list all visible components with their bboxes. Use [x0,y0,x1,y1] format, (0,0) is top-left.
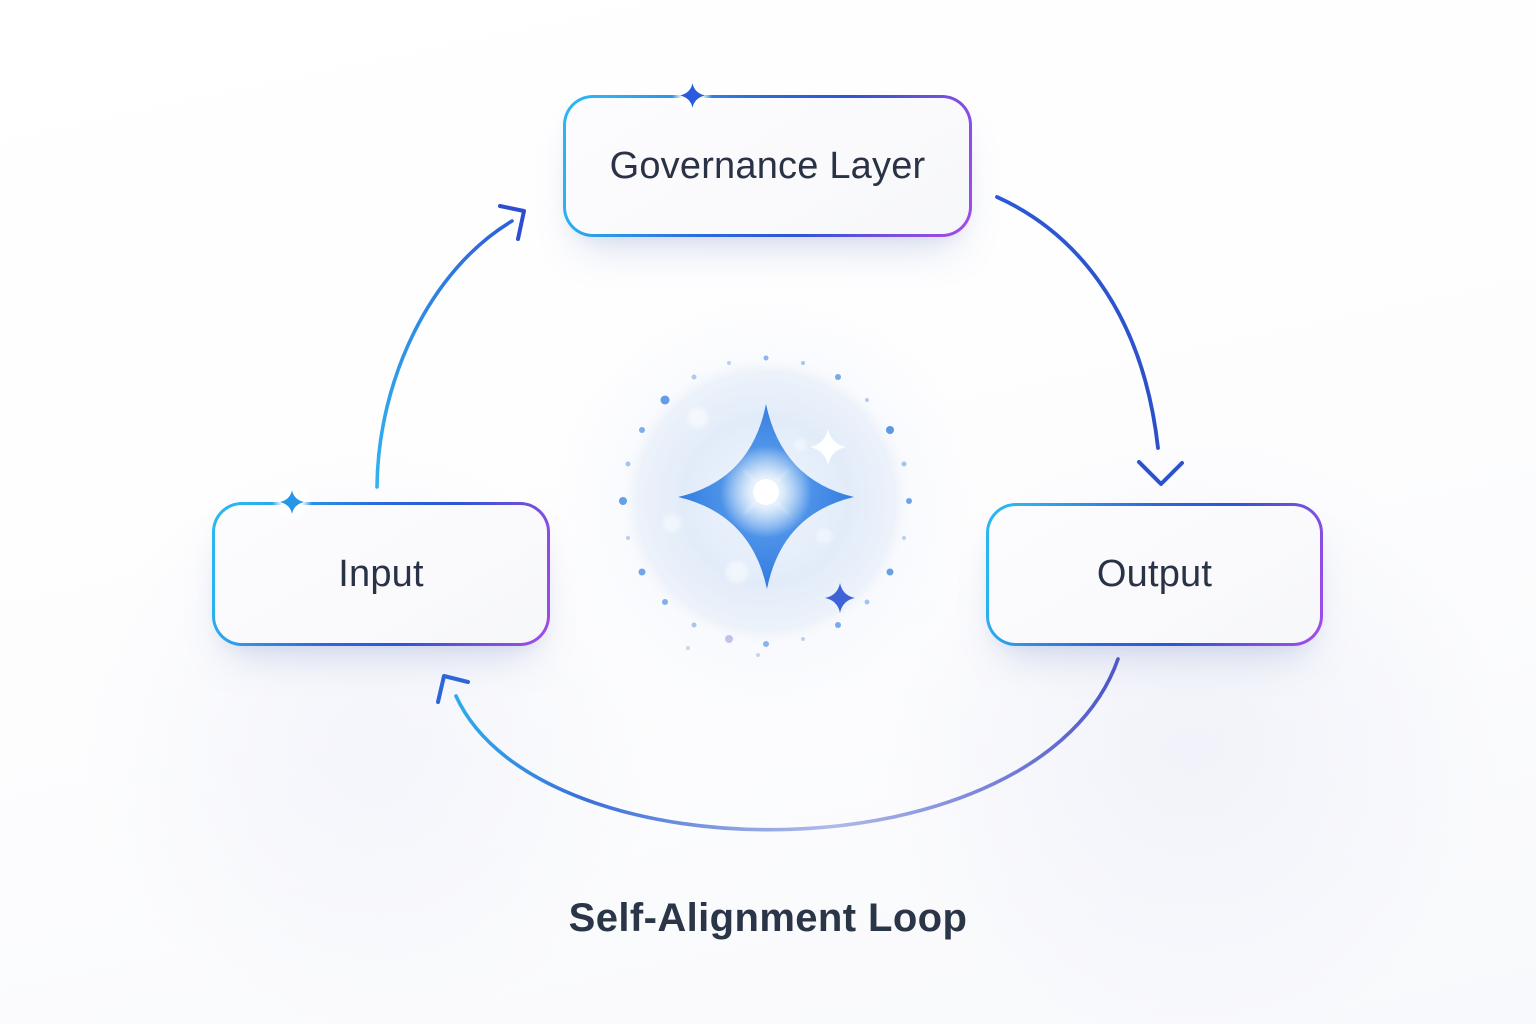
diagram-title: Self-Alignment Loop [568,896,968,940]
arrow-input-to-governance [375,204,526,489]
node-governance-body: Governance Layer [566,98,969,234]
center-sparkle-emblem [614,349,918,657]
arrowhead-up-right-icon [498,204,526,241]
node-output: Output [986,503,1323,646]
node-input: Input [212,482,550,646]
sparkle-icon [272,482,312,522]
arrow-output-to-input [436,657,1120,832]
arrow-governance-to-output [995,195,1184,486]
node-governance-label: Governance Layer [609,144,926,187]
arrowhead-up-left-icon [436,674,470,704]
arrowhead-down-icon [1137,460,1184,486]
glow-specks [663,408,832,583]
sparkle-icon [672,75,712,115]
node-output-label: Output [1096,553,1213,595]
small-blue-sparkle-icon [825,583,855,613]
node-governance-layer: Governance Layer [563,75,972,237]
node-input-label: Input [338,552,424,595]
node-output-body: Output [989,506,1320,643]
small-white-sparkle-icon [810,429,846,465]
node-input-body: Input [215,505,547,643]
star-core-flare [720,446,812,538]
dotted-ring [619,355,912,657]
